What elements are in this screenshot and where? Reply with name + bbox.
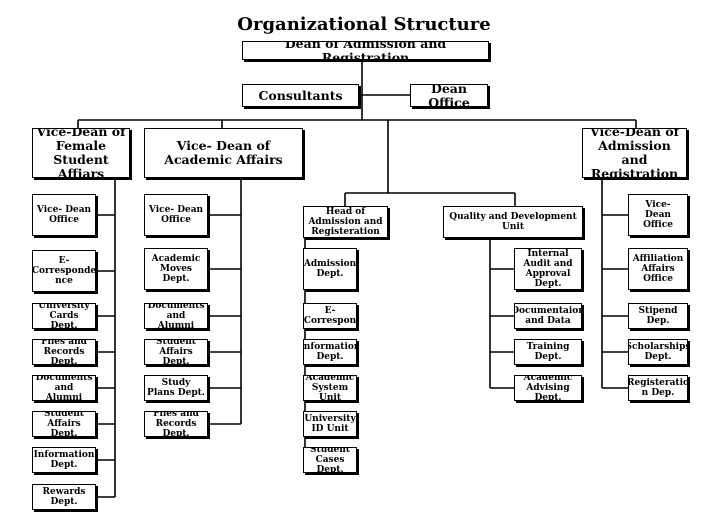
dean-office-box: Dean Office	[410, 84, 488, 107]
female-vice-dean-box: Vice-Dean of Female Student Affiars	[32, 128, 130, 178]
female-item: Documents and Alumni	[32, 375, 96, 401]
admission-item: Registeratio n Dep.	[628, 375, 688, 401]
head-admission-item: Admission Dept.	[303, 248, 357, 290]
admission-vice-dean-box: Vice-Dean of Admission and Registration	[582, 128, 687, 178]
admission-item: Affiliation Affairs Office	[628, 248, 688, 290]
quality-item: Academic Advising Dept.	[514, 375, 582, 401]
academic-item: Documents and Alumni	[144, 303, 208, 329]
quality-item: Training Dept.	[514, 339, 582, 365]
female-item: E-Corresponde nce	[32, 250, 96, 292]
female-item: Student Affairs Dept.	[32, 411, 96, 437]
head-admission-box: Head of Admission and Registeration	[303, 206, 388, 238]
academic-item: Files and Records Dept.	[144, 411, 208, 437]
academic-item: Vice- Dean Office	[144, 194, 208, 236]
academic-item: Student Affairs Dept.	[144, 339, 208, 365]
female-item: Rewards Dept.	[32, 484, 96, 510]
consultants-box: Consultants	[242, 84, 359, 107]
admission-item: Vice- Dean Office	[628, 194, 688, 236]
academic-vice-dean-box: Vice- Dean of Academic Affairs	[144, 128, 303, 178]
admission-item: Scholarships Dept.	[628, 339, 688, 365]
admission-item: Stipend Dep.	[628, 303, 688, 329]
academic-item: Study Plans Dept.	[144, 375, 208, 401]
female-item: Vice- Dean Office	[32, 194, 96, 236]
chart-title: Organizational Structure	[237, 14, 491, 35]
female-item: Information Dept.	[32, 447, 96, 473]
quality-item: Documentaion and Data	[514, 303, 582, 329]
quality-unit-box: Quality and Development Unit	[443, 206, 583, 238]
head-admission-item: University ID Unit	[303, 411, 357, 437]
head-admission-item: E-Correspon	[303, 303, 357, 329]
head-admission-item: Student Cases Dept.	[303, 447, 357, 473]
quality-item: Internal Audit and Approval Dept.	[514, 248, 582, 290]
female-item: University Cards Dept.	[32, 303, 96, 329]
head-admission-item: Information Dept.	[303, 339, 357, 365]
dean-box: Dean of Admission and Registration	[242, 41, 489, 60]
head-admission-item: Academic System Unit	[303, 375, 357, 401]
female-item: Files and Records Dept.	[32, 339, 96, 365]
academic-item: Academic Moves Dept.	[144, 248, 208, 290]
